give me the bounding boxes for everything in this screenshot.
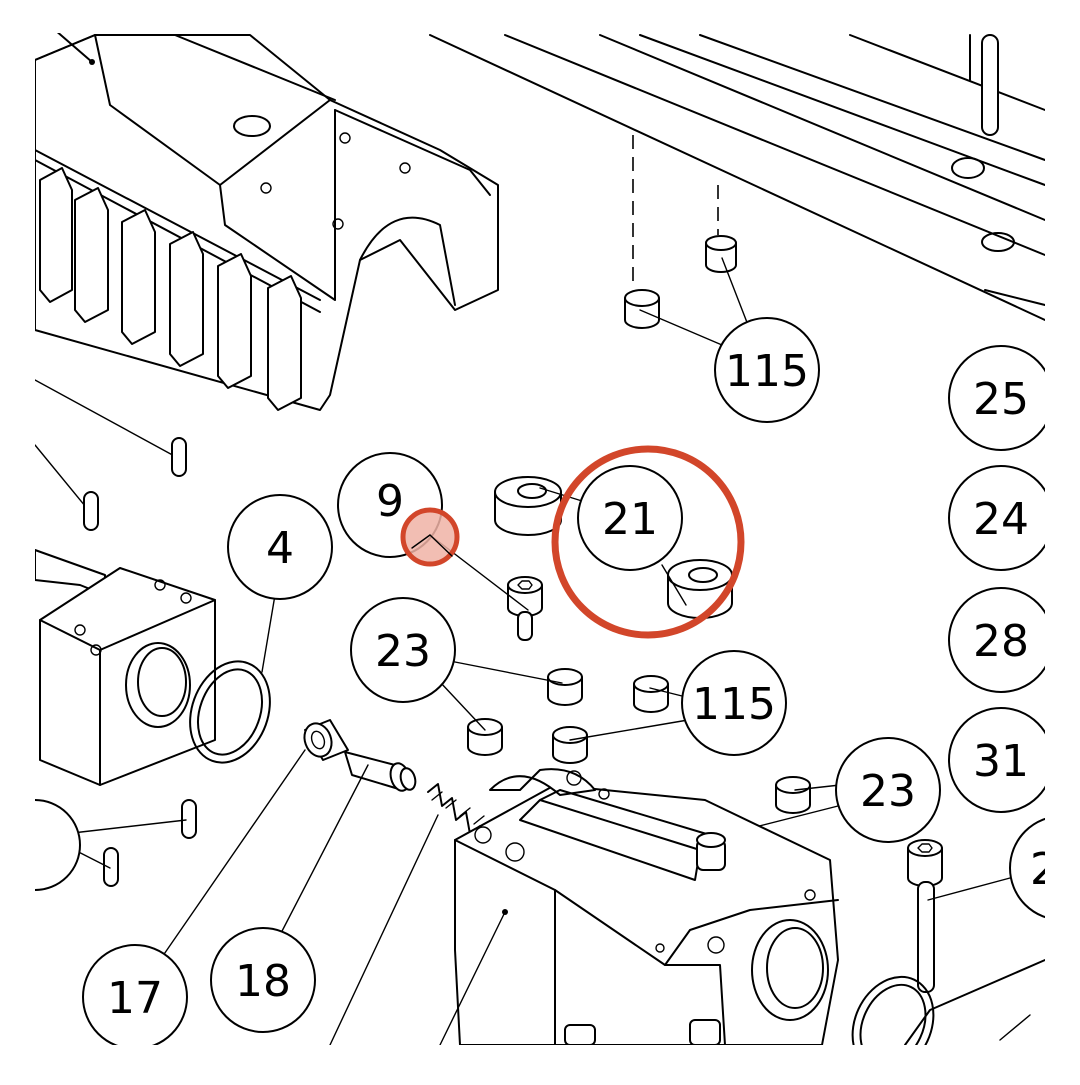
right-margin [1045,0,1080,1080]
callout-label: 25 [973,374,1029,425]
callout-18[interactable]: 18 [210,927,316,1033]
sleeve-part [303,719,349,761]
rail-housing-part [34,29,499,411]
callout-label: 9 [376,476,404,527]
bearing-block-part [34,549,216,786]
socket-screw-part [507,576,543,641]
top-margin [0,0,1080,33]
callout-label: 23 [860,766,916,817]
bottom-margin [0,1045,1080,1080]
callout-21[interactable]: 21 [577,465,683,571]
callout-23-right[interactable]: 23 [835,737,941,843]
callout-label: 28 [973,616,1029,667]
plunger-pin-part [344,751,417,792]
main-carriage-part [454,768,839,1046]
callout-label: 115 [692,679,776,730]
callout-115-mid[interactable]: 115 [681,650,787,756]
callout-24[interactable]: 24 [948,465,1054,571]
highlight-marker-9[interactable] [400,507,460,567]
callout-label: 115 [725,346,809,397]
callout-23-left[interactable]: 23 [350,597,456,703]
callout-4[interactable]: 4 [227,494,333,600]
callout-label: 24 [973,494,1029,545]
callout-25[interactable]: 25 [948,345,1054,451]
bushing-part [624,235,737,329]
callout-label: 23 [375,626,431,677]
o-ring-part [189,660,271,764]
long-bolt-part [907,839,943,993]
callout-partial-left [34,799,81,891]
callout-label: 4 [266,523,294,574]
callout-17[interactable]: 17 [82,944,188,1050]
top-rail-part [429,34,1046,321]
callout-28[interactable]: 28 [948,587,1054,693]
callout-label: 21 [602,494,658,545]
callout-label: 17 [107,973,163,1024]
callout-label: 18 [235,956,291,1007]
left-margin [0,0,35,1080]
highlight-ring-21[interactable] [551,445,745,639]
callout-31[interactable]: 31 [948,707,1054,813]
callout-label: 31 [973,736,1029,787]
callout-115-top[interactable]: 115 [714,317,820,423]
